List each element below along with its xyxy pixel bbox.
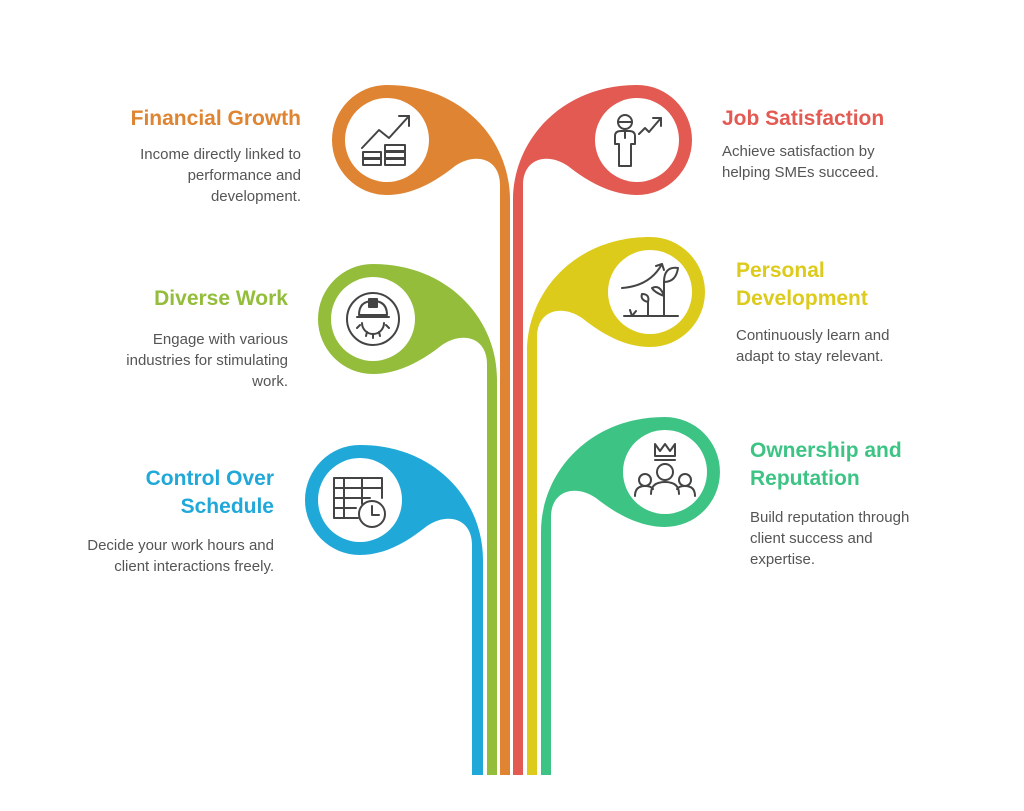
- leaf-personal-development: [527, 237, 705, 775]
- title-line: Job Satisfaction: [722, 107, 885, 130]
- item-title: Job Satisfaction: [722, 105, 982, 133]
- item-ownership-and-reputation: Ownership and Reputation Build reputatio…: [750, 437, 1010, 570]
- desc-line: Achieve satisfaction by: [722, 143, 875, 160]
- icon-circle: [608, 250, 692, 334]
- growth-coins-icon: [361, 115, 410, 166]
- leaf-job-satisfaction: [513, 85, 692, 775]
- icon-circle: [623, 430, 707, 514]
- desc-line: helping SMEs succeed.: [722, 164, 879, 181]
- item-title: Personal Development: [736, 257, 996, 313]
- crown-team-icon: [634, 443, 696, 497]
- title-line: Development: [736, 287, 868, 310]
- hardhat-gear-icon: [346, 292, 400, 346]
- leaf-diverse-work: [318, 264, 497, 775]
- desc-line: development.: [210, 188, 301, 205]
- person-growth-icon: [614, 114, 662, 167]
- item-description: Income directly linked to performance an…: [41, 144, 301, 207]
- title-line: Personal: [736, 259, 825, 282]
- item-title: Diverse Work: [28, 285, 288, 313]
- item-job-satisfaction: Job Satisfaction Achieve satisfaction by…: [722, 105, 982, 183]
- item-personal-development: Personal Development Continuously learn …: [736, 257, 996, 367]
- icon-circle: [595, 98, 679, 182]
- icon-circle: [331, 277, 415, 361]
- leaf-ownership-and-reputation: [541, 417, 720, 775]
- item-title: Ownership and Reputation: [750, 437, 1010, 493]
- title-line: Diverse Work: [154, 287, 288, 310]
- desc-line: Income directly linked to: [140, 146, 301, 163]
- desc-line: expertise.: [750, 551, 816, 568]
- item-description: Continuously learn and adapt to stay rel…: [736, 325, 996, 367]
- desc-line: client success and: [750, 530, 873, 547]
- title-line: Financial Growth: [130, 107, 301, 130]
- desc-line: work.: [252, 373, 288, 390]
- item-diverse-work: Diverse Work Engage with various industr…: [28, 285, 288, 392]
- desc-line: Continuously learn and: [736, 327, 890, 344]
- title-line: Reputation: [750, 467, 860, 490]
- title-line: Control Over: [145, 467, 274, 490]
- plant-growth-icon: [621, 263, 679, 317]
- desc-line: adapt to stay relevant.: [736, 348, 884, 365]
- title-line: Ownership and: [750, 439, 902, 462]
- calendar-clock-icon: [333, 477, 386, 528]
- item-description: Achieve satisfaction by helping SMEs suc…: [722, 141, 982, 183]
- leaf-financial-growth: [332, 85, 510, 775]
- desc-line: Decide your work hours and: [87, 537, 274, 554]
- desc-line: Engage with various: [152, 331, 288, 348]
- branch-financial-growth: [332, 85, 510, 775]
- item-title: Financial Growth: [41, 105, 301, 133]
- desc-line: Build reputation through: [750, 509, 910, 526]
- item-control-over-schedule: Control Over Schedule Decide your work h…: [14, 465, 274, 577]
- title-line: Schedule: [180, 495, 274, 518]
- icon-circle: [318, 458, 402, 542]
- desc-line: client interactions freely.: [114, 558, 274, 575]
- desc-line: performance and: [187, 167, 301, 184]
- icon-circle: [345, 98, 429, 182]
- leaf-control-over-schedule: [305, 445, 483, 775]
- item-description: Decide your work hours and client intera…: [14, 535, 274, 577]
- desc-line: industries for stimulating: [126, 352, 288, 369]
- item-financial-growth: Financial Growth Income directly linked …: [41, 105, 301, 207]
- item-description: Engage with various industries for stimu…: [28, 329, 288, 392]
- item-description: Build reputation through client success …: [750, 507, 1010, 570]
- item-title: Control Over Schedule: [14, 465, 274, 521]
